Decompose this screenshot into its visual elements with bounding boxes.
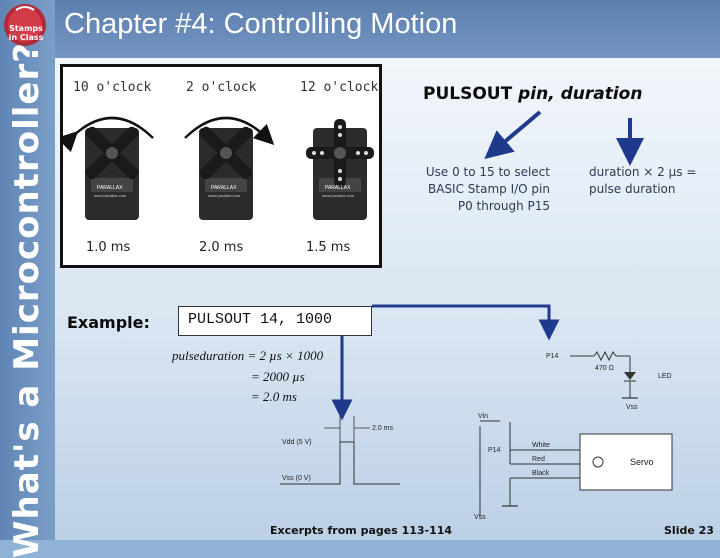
schematic-vss2: Vss bbox=[474, 514, 486, 521]
duration-note: duration × 2 µs = pulse duration bbox=[589, 164, 714, 198]
stamps-in-class-logo-icon bbox=[4, 4, 46, 46]
logo-text-line1: Stamps bbox=[9, 24, 43, 33]
schematic-p14-top: P14 bbox=[546, 353, 559, 360]
schematic-vin: Vin bbox=[478, 413, 488, 420]
logo-text: Stamps in Class bbox=[6, 24, 46, 42]
math-lhs: pulseduration bbox=[172, 348, 245, 363]
syntax-args: pin, duration bbox=[518, 84, 643, 104]
example-code: PULSOUT 14, 1000 bbox=[188, 311, 333, 328]
schematic-resistor: 470 Ω bbox=[595, 365, 614, 372]
math-line3: = 2.0 ms bbox=[251, 389, 297, 404]
pin-note-line1: Use 0 to 15 to select bbox=[425, 165, 550, 179]
math-line2: = 2000 µs bbox=[251, 369, 305, 384]
servo-2-brand: PARALLAX bbox=[211, 185, 237, 191]
servo-1-pulse: 1.0 ms bbox=[86, 240, 131, 255]
servo-1-clock: 10 o'clock bbox=[73, 80, 152, 95]
servo-schematic: P14 470 Ω LED Vss Vin P14 White Red Blac… bbox=[474, 350, 673, 521]
schematic-white: White bbox=[532, 442, 550, 449]
schematic-vss1: Vss bbox=[626, 404, 638, 411]
pulsout-syntax: PULSOUT pin, duration bbox=[423, 84, 642, 104]
servo-2-clock: 2 o'clock bbox=[186, 80, 257, 95]
pin-note: Use 0 to 15 to select BASIC Stamp I/O pi… bbox=[425, 164, 550, 215]
syntax-command: PULSOUT bbox=[423, 84, 513, 104]
servo-illustrations: PARALLAX PARALLAX PARALLAX www.parallax.… bbox=[63, 116, 374, 220]
servo-3-clock: 12 o'clock bbox=[300, 80, 379, 95]
servo-3-model: www.parallax.com bbox=[322, 193, 355, 198]
math-rhs: = 2 µs × 1000 bbox=[247, 348, 324, 363]
servo-1-model: www.parallax.com bbox=[94, 193, 127, 198]
timing-vdd-label: Vdd (5 V) bbox=[282, 439, 312, 446]
footer-excerpt: Excerpts from pages 113-114 bbox=[270, 524, 453, 537]
servo-2-icon bbox=[184, 116, 275, 220]
pointer-arrows bbox=[331, 110, 644, 421]
title-bar bbox=[55, 0, 720, 58]
servo-3-pulse: 1.5 ms bbox=[306, 240, 351, 255]
duration-note-line1: duration × 2 µs = bbox=[589, 165, 697, 179]
schematic-p14: P14 bbox=[488, 447, 501, 454]
servo-1-brand: PARALLAX bbox=[97, 185, 123, 191]
schematic-black: Black bbox=[532, 470, 550, 477]
servo-2-pulse: 2.0 ms bbox=[199, 240, 244, 255]
example-label: Example: bbox=[67, 313, 150, 332]
example-code-box bbox=[178, 306, 372, 336]
logo-text-line2: in Class bbox=[8, 33, 44, 42]
pin-note-line3: P0 through P15 bbox=[457, 199, 550, 213]
duration-note-line2: pulse duration bbox=[589, 182, 676, 196]
schematic-servo: Servo bbox=[630, 457, 654, 467]
math-line1: pulseduration = 2 µs × 1000 bbox=[172, 348, 323, 364]
schematic-red: Red bbox=[532, 456, 545, 463]
schematic-led: LED bbox=[658, 373, 672, 380]
slide-title: Chapter #4: Controlling Motion bbox=[64, 8, 458, 40]
slide-number: Slide 23 bbox=[664, 524, 714, 537]
sidebar bbox=[0, 0, 55, 540]
servo-3-icon bbox=[306, 119, 374, 220]
servo-2-model: www.parallax.com bbox=[208, 193, 241, 198]
timing-diagram: 2.0 ms Vdd (5 V) Vss (0 V) bbox=[280, 416, 400, 485]
servo-3-brand: PARALLAX bbox=[325, 185, 351, 191]
timing-vss-label: Vss (0 V) bbox=[282, 475, 311, 482]
timing-width-label: 2.0 ms bbox=[372, 425, 394, 432]
pin-note-line2: BASIC Stamp I/O pin bbox=[428, 182, 550, 196]
servo-1-icon bbox=[63, 116, 154, 220]
